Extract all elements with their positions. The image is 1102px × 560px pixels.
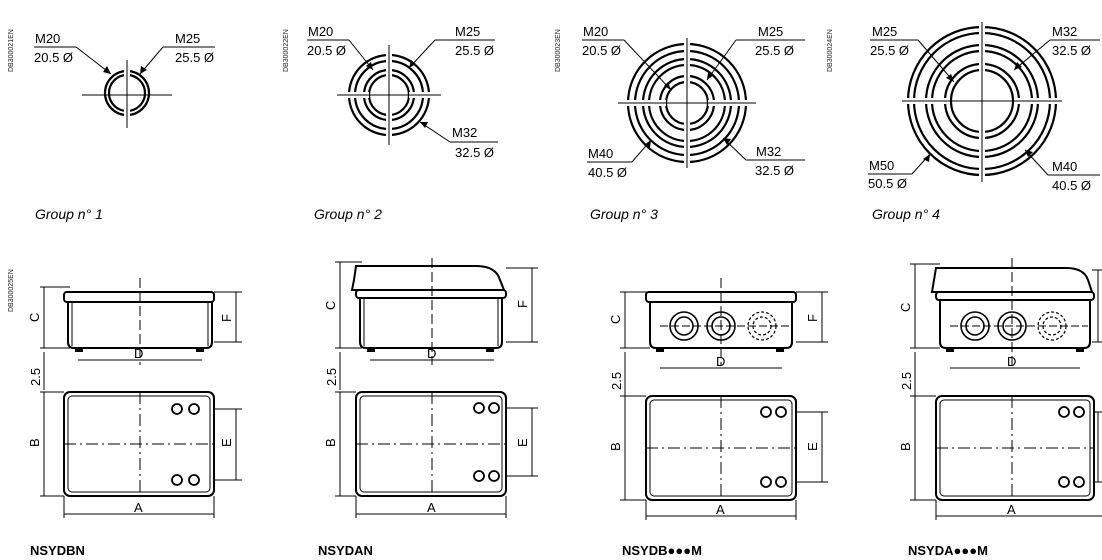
dim-f: F — [515, 300, 530, 308]
label-dia: 32.5 Ø — [755, 163, 794, 178]
label-name: M20 — [583, 24, 608, 39]
label-name: M25 — [455, 24, 480, 39]
label-dia: 32.5 Ø — [455, 145, 494, 160]
label-dia: 25.5 Ø — [755, 43, 794, 58]
group-3-diagram: M20 20.5 Ø M25 25.5 Ø M40 40.5 Ø M32 32.… — [582, 24, 805, 180]
dim-a: A — [427, 500, 436, 515]
label-name: M25 — [872, 24, 897, 39]
group-caption: Group n° 1 — [35, 206, 103, 222]
drawing-code: DB300024EN — [827, 29, 834, 72]
group-4-diagram: M25 25.5 Ø M32 32.5 Ø M50 50.5 Ø M40 40.… — [868, 22, 1100, 193]
dim-b: B — [323, 438, 338, 447]
label-dia: 20.5 Ø — [307, 43, 346, 58]
dim-d: D — [134, 346, 143, 361]
group-caption: Group n° 4 — [872, 206, 940, 222]
box-nsydam-drawing: C D 2.5 B A — [898, 258, 1102, 520]
box-nsydbn-drawing: C F D 2.5 B E A — [27, 278, 242, 518]
model-name: NSYDBN — [30, 543, 85, 558]
dim-gap: 2.5 — [324, 368, 339, 386]
drawing-code: DB300025EN — [8, 269, 15, 312]
dim-e: E — [515, 438, 530, 447]
dim-b: B — [898, 442, 913, 451]
dim-c: C — [608, 315, 623, 324]
dim-gap: 2.5 — [609, 372, 624, 390]
label-name: M32 — [756, 144, 781, 159]
drawing-code: DB300021EN — [8, 29, 15, 72]
dim-d: D — [427, 346, 436, 361]
dim-b: B — [608, 442, 623, 451]
drawing-code: DB300023EN — [555, 29, 562, 72]
label-dia: 32.5 Ø — [1052, 43, 1091, 58]
label-name: M32 — [452, 125, 477, 140]
label-name: M25 — [758, 24, 783, 39]
dim-gap: 2.5 — [899, 372, 914, 390]
model-name: NSYDB●●●M — [622, 543, 702, 558]
label-name: M50 — [869, 158, 894, 173]
dim-e: E — [805, 442, 820, 451]
label-name: M20 — [308, 24, 333, 39]
dim-f: F — [805, 314, 820, 322]
dim-c: C — [27, 313, 42, 322]
dim-e: E — [219, 438, 234, 447]
label-name: M40 — [1052, 159, 1077, 174]
label-dia: 40.5 Ø — [1052, 178, 1091, 193]
model-name: NSYDA●●●M — [908, 543, 988, 558]
drawing-code: DB300022EN — [283, 29, 290, 72]
label-name: M40 — [588, 146, 613, 161]
label-dia: 25.5 Ø — [870, 43, 909, 58]
group-1-diagram: M20 20.5 Ø M25 25.5 Ø — [34, 31, 215, 128]
dim-a: A — [716, 502, 725, 517]
label-dia: 25.5 Ø — [455, 43, 494, 58]
box-nsydbm-drawing: C F D 2.5 B E A — [608, 278, 828, 520]
dim-a: A — [1007, 502, 1016, 517]
dim-b: B — [27, 438, 42, 447]
label-name: M32 — [1052, 24, 1077, 39]
group-caption: Group n° 3 — [590, 206, 658, 222]
dim-gap: 2.5 — [28, 368, 43, 386]
label-name: M25 — [175, 31, 200, 46]
dim-d: D — [716, 354, 725, 369]
label-dia: 40.5 Ø — [588, 165, 627, 180]
group-2-diagram: M20 20.5 Ø M25 25.5 Ø M32 32.5 Ø — [307, 24, 498, 160]
dim-c: C — [323, 301, 338, 310]
box-nsydan-drawing: C F D 2.5 B E A — [323, 258, 538, 518]
dim-d: D — [1007, 354, 1016, 369]
dim-f: F — [219, 314, 234, 322]
label-dia: 50.5 Ø — [868, 176, 907, 191]
dim-a: A — [134, 500, 143, 515]
label-dia: 20.5 Ø — [34, 50, 73, 65]
dim-c: C — [898, 303, 913, 312]
label-dia: 20.5 Ø — [582, 43, 621, 58]
label-dia: 25.5 Ø — [175, 50, 214, 65]
group-caption: Group n° 2 — [314, 206, 382, 222]
model-name: NSYDAN — [318, 543, 373, 558]
label-name: M20 — [35, 31, 60, 46]
